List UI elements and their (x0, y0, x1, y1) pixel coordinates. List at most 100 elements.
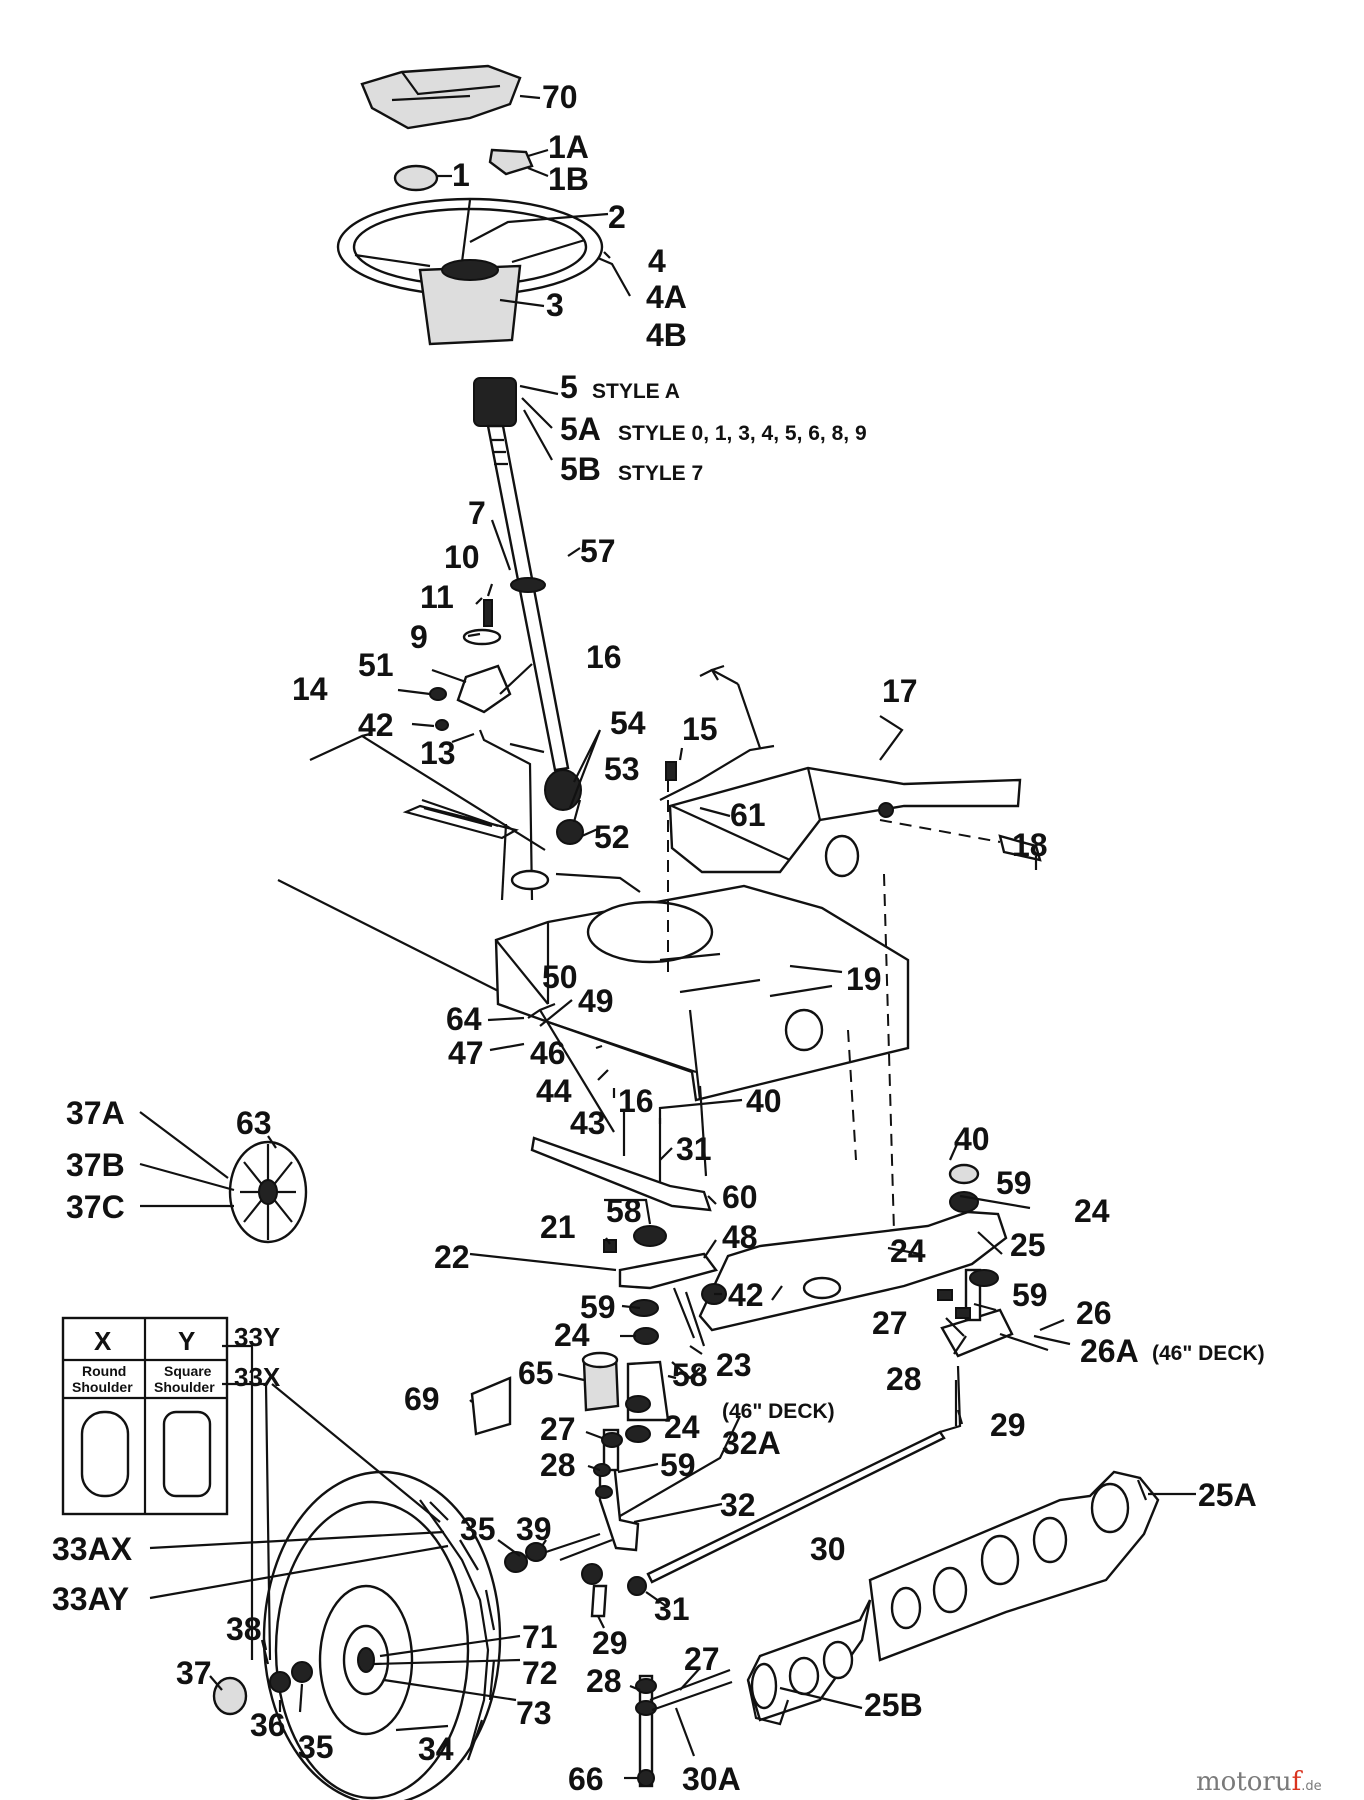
label-42-lower: 42 (728, 1277, 764, 1313)
label-52: 52 (594, 819, 630, 855)
note-deck-26a: (46" DECK) (1152, 1342, 1265, 1365)
label-29-right: 29 (990, 1407, 1026, 1443)
label-18: 18 (1012, 827, 1048, 863)
label-7: 7 (468, 495, 486, 531)
label-33x: 33X (234, 1362, 281, 1392)
label-21: 21 (540, 1209, 576, 1245)
label-26: 26 (1076, 1295, 1112, 1331)
label-38: 38 (226, 1611, 262, 1647)
label-65: 65 (518, 1355, 554, 1391)
bushing-part-65 (581, 1351, 670, 1443)
legend-y-line2: Shoulder (154, 1379, 215, 1395)
lower-spindle (635, 1668, 733, 1788)
label-40-right: 40 (954, 1121, 990, 1157)
label-37b: 37B (66, 1147, 125, 1183)
label-34: 34 (418, 1731, 454, 1767)
label-30a: 30A (682, 1761, 741, 1797)
label-46: 46 (530, 1035, 566, 1071)
label-13: 13 (420, 735, 456, 771)
label-35-lower: 35 (298, 1729, 334, 1765)
label-37c: 37C (66, 1189, 125, 1225)
steering-bushing-part-5 (473, 377, 517, 427)
cover-part-70 (360, 64, 522, 130)
label-33y: 33Y (234, 1322, 280, 1352)
label-50: 50 (542, 959, 578, 995)
tie-rod-part-30 (646, 1430, 946, 1584)
legend-x-line1: Round (82, 1363, 126, 1379)
label-58-lower: 58 (672, 1357, 708, 1393)
label-25b: 25B (864, 1687, 923, 1723)
gear-bracket-part-51 (429, 599, 512, 731)
label-5a: 5A (560, 411, 601, 447)
label-16-upper: 16 (586, 639, 622, 675)
label-53: 53 (604, 751, 640, 787)
label-70: 70 (542, 79, 578, 115)
label-4a: 4A (646, 279, 687, 315)
note-style-7: STYLE 7 (618, 462, 703, 485)
label-37: 37 (176, 1655, 212, 1691)
label-64: 64 (446, 1001, 482, 1037)
label-58-upper: 58 (606, 1193, 642, 1229)
label-31-upper: 31 (676, 1131, 712, 1167)
label-35-upper: 35 (460, 1511, 496, 1547)
note-style-a: STYLE A (592, 380, 680, 403)
label-59-top: 59 (996, 1165, 1032, 1201)
label-4b: 4B (646, 317, 687, 353)
label-23: 23 (716, 1347, 752, 1383)
hubcap-part-63 (228, 1140, 308, 1244)
label-27-lower: 27 (684, 1641, 720, 1677)
label-4: 4 (648, 243, 666, 279)
label-40-upper: 40 (746, 1083, 782, 1119)
label-73: 73 (516, 1695, 552, 1731)
label-44: 44 (536, 1073, 572, 1109)
label-1a: 1A (548, 129, 589, 165)
label-2: 2 (608, 199, 626, 235)
label-36: 36 (250, 1707, 286, 1743)
upper-bracket-part-17 (659, 664, 1022, 878)
label-27-right: 27 (872, 1305, 908, 1341)
label-24-lower: 24 (664, 1409, 700, 1445)
label-72: 72 (522, 1655, 558, 1691)
label-51: 51 (358, 647, 394, 683)
label-60: 60 (722, 1179, 758, 1215)
label-31-lower: 31 (654, 1591, 690, 1627)
bolt-part-18 (998, 834, 1042, 862)
label-69: 69 (404, 1381, 440, 1417)
label-14: 14 (292, 671, 328, 707)
part-labels: 70 1A 1 1B 2 4 4A 3 4B 5 STYLE A 5A STYL… (52, 79, 1265, 1797)
label-16-lower: 16 (618, 1083, 654, 1119)
label-61: 61 (730, 797, 766, 833)
label-37a: 37A (66, 1095, 125, 1131)
label-33ay: 33AY (52, 1581, 129, 1617)
label-39: 39 (516, 1511, 552, 1547)
label-30: 30 (810, 1531, 846, 1567)
leader-lines (139, 94, 1196, 1780)
legend-x-line2: Shoulder (72, 1379, 133, 1395)
label-54: 54 (610, 705, 646, 741)
label-1b: 1B (548, 161, 589, 197)
note-deck-32a: (46" DECK) (722, 1400, 835, 1423)
axle-part-25b (746, 1599, 872, 1726)
label-24-right: 24 (1074, 1193, 1110, 1229)
emblem-part-1a (488, 148, 534, 176)
label-71: 71 (522, 1619, 558, 1655)
label-9: 9 (410, 619, 428, 655)
spindle-part-32 (559, 1428, 647, 1618)
label-22: 22 (434, 1239, 470, 1275)
steering-wheel (336, 197, 604, 346)
bracket-part-69 (470, 1376, 512, 1436)
label-24-left: 24 (554, 1317, 590, 1353)
label-26a: 26A (1080, 1333, 1139, 1369)
label-17: 17 (882, 673, 918, 709)
label-25a: 25A (1198, 1477, 1257, 1513)
legend-x-header: X (94, 1326, 112, 1356)
label-28-right: 28 (886, 1361, 922, 1397)
label-11: 11 (420, 579, 454, 615)
label-28-left: 28 (540, 1447, 576, 1483)
shoulder-legend (61, 1316, 229, 1516)
label-24-center: 24 (890, 1233, 926, 1269)
label-5b: 5B (560, 451, 601, 487)
label-25: 25 (1010, 1227, 1046, 1263)
shoulder-legend-text: X Y Round Shoulder Square Shoulder (72, 1326, 215, 1395)
label-43: 43 (570, 1105, 606, 1141)
